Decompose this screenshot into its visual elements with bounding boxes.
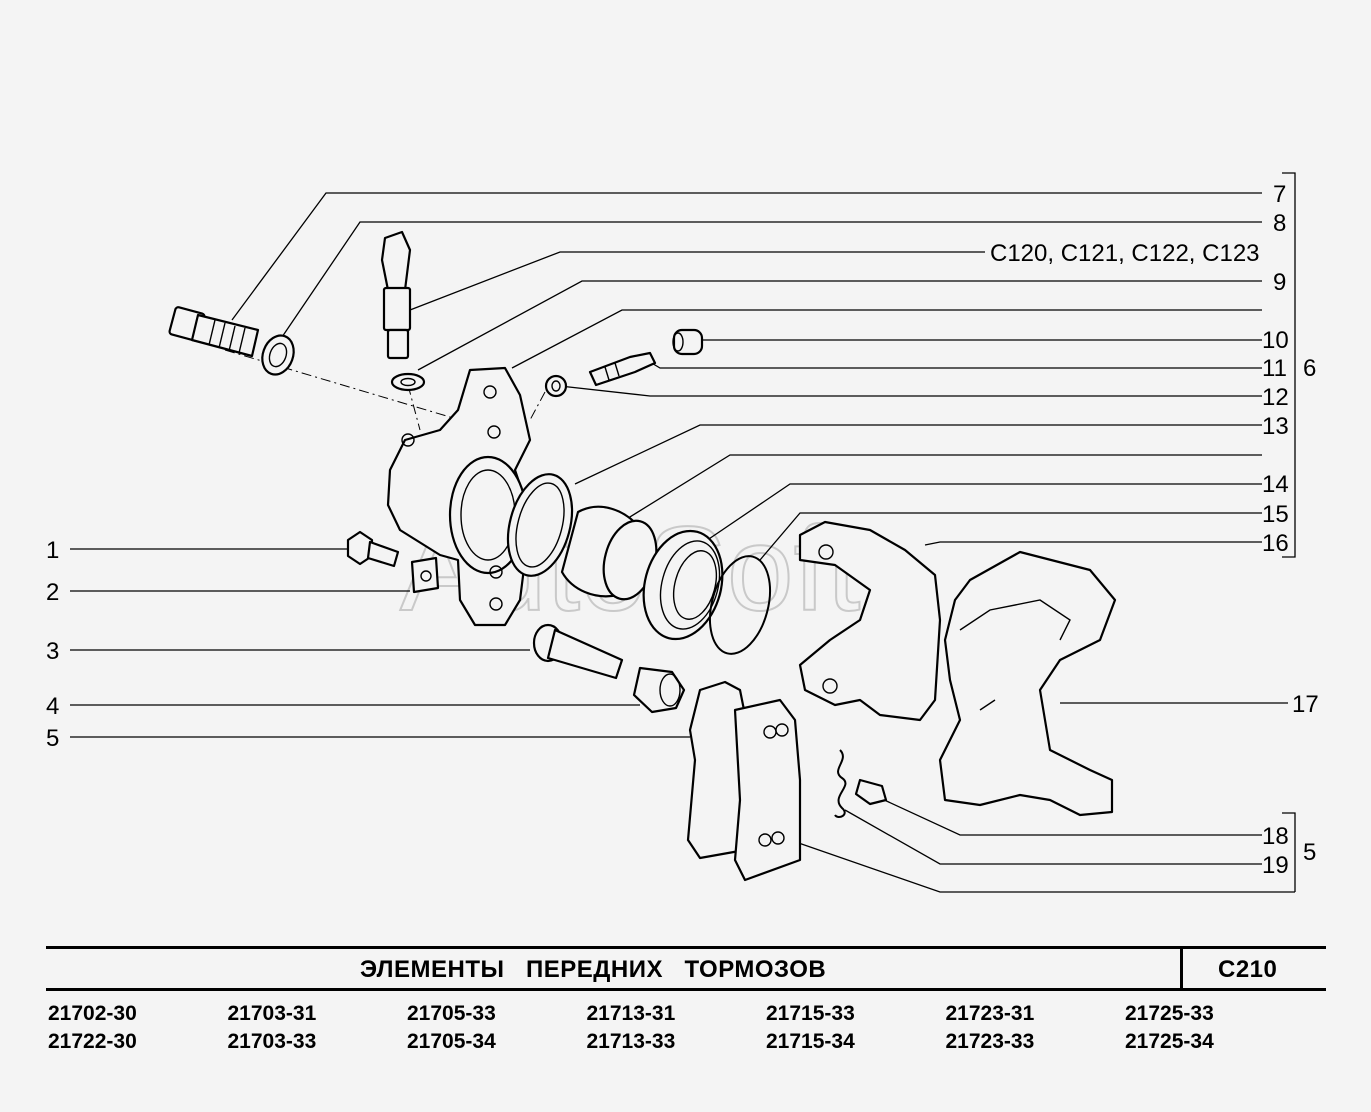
callout-14: 14 xyxy=(1262,471,1289,498)
callout-13: 13 xyxy=(1262,413,1289,440)
callout-19: 19 xyxy=(1262,852,1289,879)
model-code: 21725-33 xyxy=(1125,1002,1214,1025)
guide-pin-part xyxy=(532,623,624,680)
callout-7: 7 xyxy=(1273,181,1286,208)
model-code: 21722-30 xyxy=(48,1030,137,1053)
callout-5: 5 xyxy=(46,725,59,752)
title-bottom-rule xyxy=(46,988,1326,991)
model-code: 21705-33 xyxy=(407,1002,496,1025)
model-code: 21715-33 xyxy=(766,1002,855,1025)
callout-9: 9 xyxy=(1273,269,1286,296)
callout-1: 1 xyxy=(46,537,59,564)
bleeder-cap-part xyxy=(672,328,704,356)
callout-4: 4 xyxy=(46,693,59,720)
bleeder-seal-part xyxy=(544,374,568,398)
piston-seal-part xyxy=(506,473,574,577)
callouts-right: 7 8 C120, C121, C122, C123 9 10 11 12 13… xyxy=(990,181,1319,879)
brake-hose-part xyxy=(380,230,426,392)
callout-c-codes: C120, C121, C122, C123 xyxy=(990,240,1260,267)
group-label-lower: 5 xyxy=(1303,839,1316,866)
callouts-left: 1 2 3 4 5 xyxy=(46,537,59,752)
guide-boot-part xyxy=(632,666,686,714)
page-code: C210 xyxy=(1218,956,1278,983)
callout-15: 15 xyxy=(1262,501,1289,528)
spring-clip-part xyxy=(834,749,847,818)
model-code: 21715-34 xyxy=(766,1030,855,1053)
retaining-ring-part xyxy=(709,555,771,655)
leader-lines xyxy=(70,172,1296,893)
piston-boot-part xyxy=(642,529,724,641)
callout-3: 3 xyxy=(46,638,59,665)
callout-12: 12 xyxy=(1262,384,1289,411)
callout-18: 18 xyxy=(1262,823,1289,850)
caliper-bracket-part xyxy=(798,520,942,722)
model-code: 21702-30 xyxy=(48,1002,137,1025)
model-code: 21713-31 xyxy=(586,1002,676,1025)
callout-2: 2 xyxy=(46,579,59,606)
callout-17: 17 xyxy=(1292,691,1319,718)
copper-washer-part xyxy=(261,334,295,376)
caliper-bolt-part xyxy=(346,530,400,568)
model-code: 21723-33 xyxy=(945,1030,1035,1053)
banjo-bolt-part xyxy=(168,306,260,358)
brake-pads-part xyxy=(686,680,802,882)
bleeder-valve-part xyxy=(588,351,657,387)
model-code: 21723-31 xyxy=(945,1002,1035,1025)
group-label-upper: 6 xyxy=(1303,355,1316,382)
pad-pin-part xyxy=(854,778,888,806)
callout-16: 16 xyxy=(1262,530,1289,557)
model-code: 21713-33 xyxy=(586,1030,676,1053)
model-list: 21702-30 21703-31 21705-33 21713-31 2171… xyxy=(48,1002,1308,1058)
title-top-rule xyxy=(46,946,1326,949)
callout-10: 10 xyxy=(1262,327,1289,354)
title-divider xyxy=(1180,946,1183,991)
model-code: 21705-34 xyxy=(407,1030,496,1053)
lock-plate-part xyxy=(410,556,440,594)
callout-8: 8 xyxy=(1273,210,1286,237)
model-code: 21703-31 xyxy=(227,1002,317,1025)
page-title: ЭЛЕМЕНТЫ ПЕРЕДНИХ ТОРМОЗОВ xyxy=(360,956,827,983)
model-code: 21703-33 xyxy=(227,1030,317,1053)
piston-part xyxy=(560,505,658,601)
anchor-bracket-part xyxy=(938,550,1117,817)
callout-11: 11 xyxy=(1262,355,1287,382)
model-code: 21725-34 xyxy=(1125,1030,1214,1053)
caliper-housing-part xyxy=(386,366,532,627)
